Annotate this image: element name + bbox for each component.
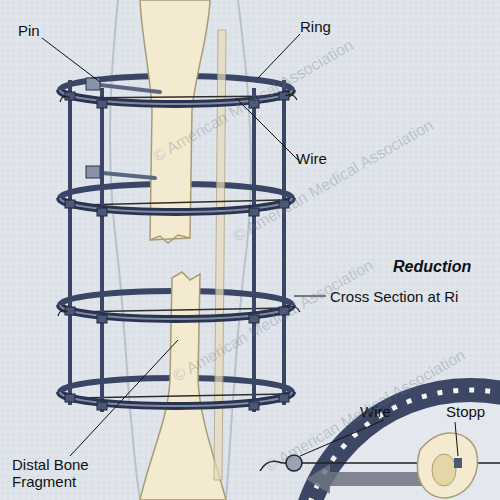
part-label: Stopp: [446, 403, 485, 420]
part-label: Pin: [18, 22, 40, 39]
fibula: [214, 30, 226, 480]
fracture-edge: [150, 235, 190, 243]
section-title: Reduction: [393, 258, 471, 275]
part-label: Ring: [300, 18, 331, 35]
pin-clamp: [86, 78, 100, 178]
section-label: Cross Section at Ri: [330, 288, 458, 305]
threaded-rod: [70, 80, 284, 412]
wire-tail: [58, 95, 300, 316]
part-label: Wire: [296, 150, 327, 167]
distal-bone: [140, 272, 226, 500]
part-label: Distal Bone Fragment: [12, 456, 112, 490]
